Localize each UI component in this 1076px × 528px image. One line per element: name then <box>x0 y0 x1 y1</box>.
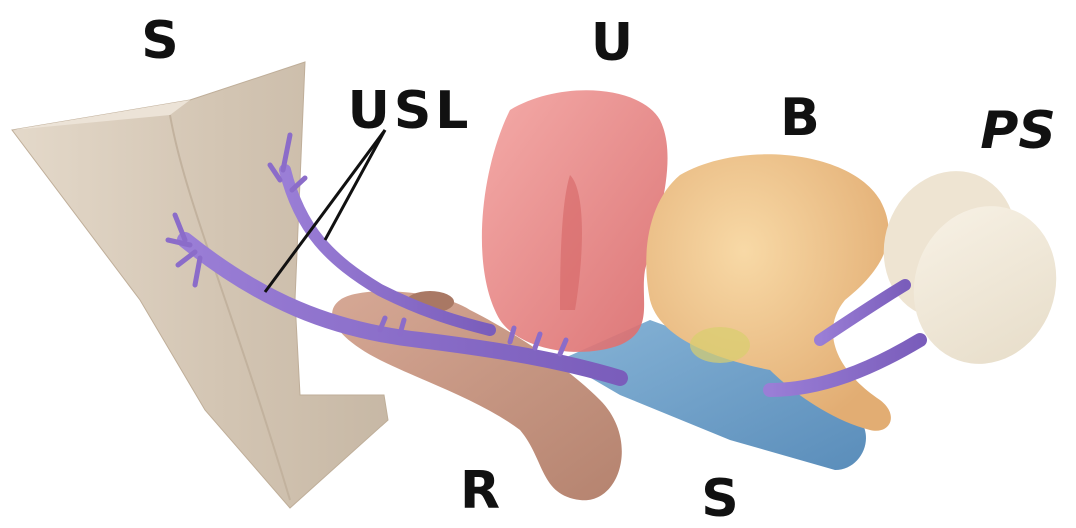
label-sacrum: S <box>141 11 178 71</box>
label-pubic-symphysis: PS <box>980 101 1056 161</box>
label-rectum: R <box>460 461 500 521</box>
label-bladder: B <box>780 88 820 148</box>
uterus-shape <box>482 90 668 352</box>
label-uterus: U <box>591 13 633 73</box>
label-uterosacral-ligament: USL <box>348 81 473 141</box>
label-vagina: S <box>701 469 738 528</box>
sacrum-shape <box>12 62 388 508</box>
